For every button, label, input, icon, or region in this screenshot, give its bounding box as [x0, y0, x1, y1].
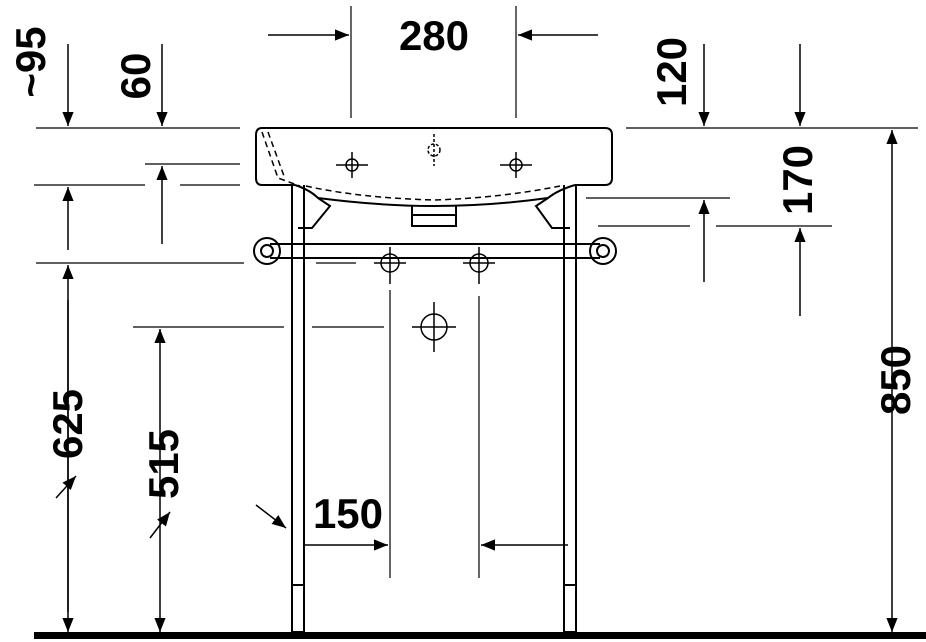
- dim-label-515: 515: [140, 429, 187, 499]
- dim-label-280: 280: [399, 12, 469, 59]
- dim-label-150: 150: [313, 490, 383, 537]
- basin-hidden-contour: [261, 131, 561, 201]
- extension-lines: [34, 6, 918, 578]
- faucet-hole-left: [336, 152, 368, 178]
- floor-line: [34, 632, 926, 639]
- faucet-hole-center: [427, 134, 441, 166]
- basin: [255, 127, 613, 229]
- supply-connection-right: [463, 247, 495, 284]
- dim-label-850: 850: [872, 345, 919, 415]
- dim-label-95: ~95: [7, 26, 54, 97]
- dimension-arrows: [55, 29, 898, 632]
- dim-label-60: 60: [112, 53, 159, 100]
- faucet-hole-right: [500, 152, 532, 178]
- waste-outlet: [412, 302, 456, 352]
- console-frame: [253, 185, 617, 633]
- dim-label-625: 625: [44, 389, 91, 459]
- dim-label-170: 170: [774, 145, 821, 215]
- dim-label-120: 120: [648, 37, 695, 107]
- supply-connection-left: [374, 247, 406, 284]
